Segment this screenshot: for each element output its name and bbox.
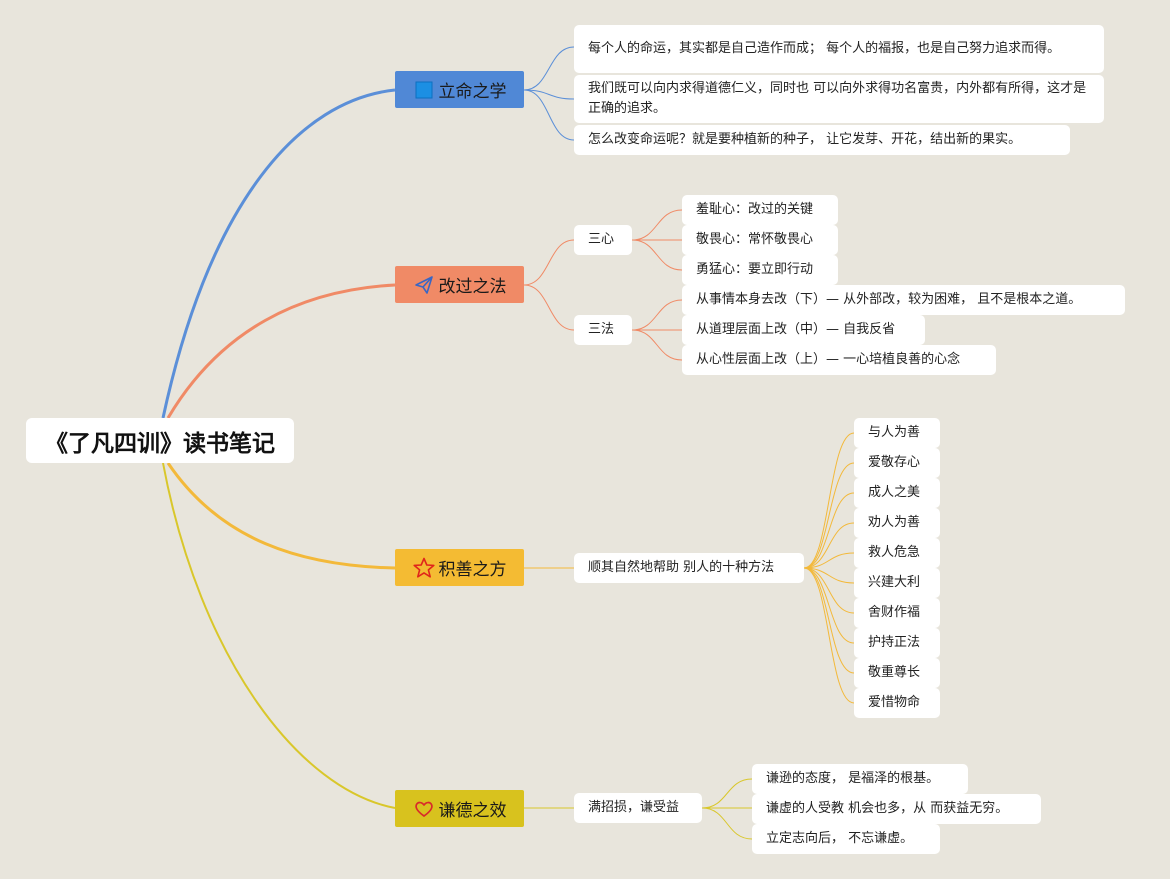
- leaf-text: 爱惜物命: [868, 695, 921, 710]
- leaf-sanfa-1[interactable]: 从事情本身去改（下）— 从外部改，较为困难， 且不是根本之道。: [682, 285, 1125, 315]
- link-root-branch3: [166, 462, 396, 570]
- leaf-text: 敬畏心：常怀敬畏心: [696, 232, 814, 247]
- leaf-jishan-9[interactable]: 敬重尊长: [854, 658, 940, 688]
- leaf-text: 舍财作福: [868, 605, 921, 620]
- leaf-qiande-3[interactable]: 立定志向后， 不忘谦虚。: [752, 824, 940, 854]
- leaf-text: 从事情本身去改（下）— 从外部改，较为困难， 且不是根本之道。: [696, 292, 1082, 307]
- paper-plane-icon: [413, 274, 435, 296]
- leaf-sanfa-3[interactable]: 从心性层面上改（上）— 一心培植良善的心念: [682, 345, 996, 375]
- leaf-text: 爱敬存心: [868, 455, 921, 470]
- leaf-jishan-2[interactable]: 爱敬存心: [854, 448, 940, 478]
- group-sanxin[interactable]: 三心: [574, 225, 632, 255]
- leaf-text: 成人之美: [868, 485, 921, 500]
- root-topic[interactable]: 《了凡四训》读书笔记: [26, 418, 294, 463]
- leaf-text: 怎么改变命运呢？就是要种植新的种子， 让它发芽、开花，结出新的果实。: [588, 132, 1022, 147]
- leaf-sanxin-3[interactable]: 勇猛心：要立即行动: [682, 255, 838, 285]
- leaf-text: 我们既可以向内求得道德仁义，同时也 可以向外求得功名富贵，内外都有所得，这才是正…: [588, 81, 1087, 116]
- root-title: 《了凡四训》读书笔记: [45, 430, 275, 457]
- branch-gaiguo[interactable]: 改过之法: [395, 266, 524, 303]
- leaf-text: 勇猛心：要立即行动: [696, 262, 814, 277]
- leaf-jishan-4[interactable]: 劝人为善: [854, 508, 940, 538]
- link-root-branch4: [162, 462, 396, 809]
- leaf-jishan-7[interactable]: 舍财作福: [854, 598, 940, 628]
- leaf-jishan-10[interactable]: 爱惜物命: [854, 688, 940, 718]
- leaf-text: 立定志向后， 不忘谦虚。: [766, 831, 914, 846]
- leaf-liming-2[interactable]: 我们既可以向内求得道德仁义，同时也 可以向外求得功名富贵，内外都有所得，这才是正…: [574, 75, 1104, 123]
- group-text: 三心: [588, 232, 615, 247]
- leaf-jishan-6[interactable]: 兴建大利: [854, 568, 940, 598]
- sub-qiande[interactable]: 满招损，谦受益: [574, 793, 702, 823]
- group-sanfa[interactable]: 三法: [574, 315, 632, 345]
- leaf-jishan-8[interactable]: 护持正法: [854, 628, 940, 658]
- leaf-text: 劝人为善: [868, 515, 921, 530]
- branch-label: 立命之学: [438, 82, 507, 102]
- heart-icon: [413, 798, 435, 820]
- leaf-text: 救人危急: [868, 545, 921, 560]
- leaf-text: 羞耻心：改过的关键: [696, 202, 814, 217]
- leaf-text: 护持正法: [868, 635, 921, 650]
- leaf-text: 每个人的命运，其实都是自己造作而成； 每个人的福报，也是自己努力追求而得。: [588, 41, 1061, 56]
- link-root-branch1: [161, 88, 396, 419]
- leaf-sanfa-2[interactable]: 从道理层面上改（中）— 自我反省: [682, 315, 925, 345]
- star-icon: [412, 557, 435, 579]
- branch-label: 积善之方: [438, 560, 507, 580]
- sub-jishan[interactable]: 顺其自然地帮助 别人的十种方法: [574, 553, 804, 583]
- leaf-text: 从心性层面上改（上）— 一心培植良善的心念: [696, 352, 961, 367]
- branch-jishan[interactable]: 积善之方: [395, 549, 524, 586]
- branch-label: 改过之法: [438, 277, 507, 297]
- leaf-qiande-2[interactable]: 谦虚的人受教 机会也多，从 而获益无穷。: [752, 794, 1041, 824]
- leaf-text: 从道理层面上改（中）— 自我反省: [696, 322, 896, 337]
- leaf-text: 谦虚的人受教 机会也多，从 而获益无穷。: [766, 801, 1009, 816]
- blue-square-icon: [413, 79, 435, 101]
- leaf-text: 敬重尊长: [868, 665, 921, 680]
- leaf-liming-3[interactable]: 怎么改变命运呢？就是要种植新的种子， 让它发芽、开花，结出新的果实。: [574, 125, 1070, 155]
- branch-qiande[interactable]: 谦德之效: [395, 790, 524, 827]
- leaf-text: 兴建大利: [868, 575, 921, 590]
- leaf-qiande-1[interactable]: 谦逊的态度， 是福泽的根基。: [752, 764, 968, 794]
- group-text: 三法: [588, 322, 615, 337]
- sub-text: 顺其自然地帮助 别人的十种方法: [588, 560, 775, 575]
- link-root-branch2: [166, 283, 396, 419]
- leaf-text: 与人为善: [868, 425, 921, 440]
- leaf-liming-1[interactable]: 每个人的命运，其实都是自己造作而成； 每个人的福报，也是自己努力追求而得。: [574, 25, 1104, 73]
- leaf-sanxin-2[interactable]: 敬畏心：常怀敬畏心: [682, 225, 838, 255]
- branch-label: 谦德之效: [438, 801, 507, 821]
- leaf-jishan-1[interactable]: 与人为善: [854, 418, 940, 448]
- sub-text: 满招损，谦受益: [588, 800, 680, 815]
- leaf-sanxin-1[interactable]: 羞耻心：改过的关键: [682, 195, 838, 225]
- leaf-jishan-5[interactable]: 救人危急: [854, 538, 940, 568]
- leaf-jishan-3[interactable]: 成人之美: [854, 478, 940, 508]
- leaf-text: 谦逊的态度， 是福泽的根基。: [766, 771, 940, 786]
- branch-liming[interactable]: 立命之学: [395, 71, 524, 108]
